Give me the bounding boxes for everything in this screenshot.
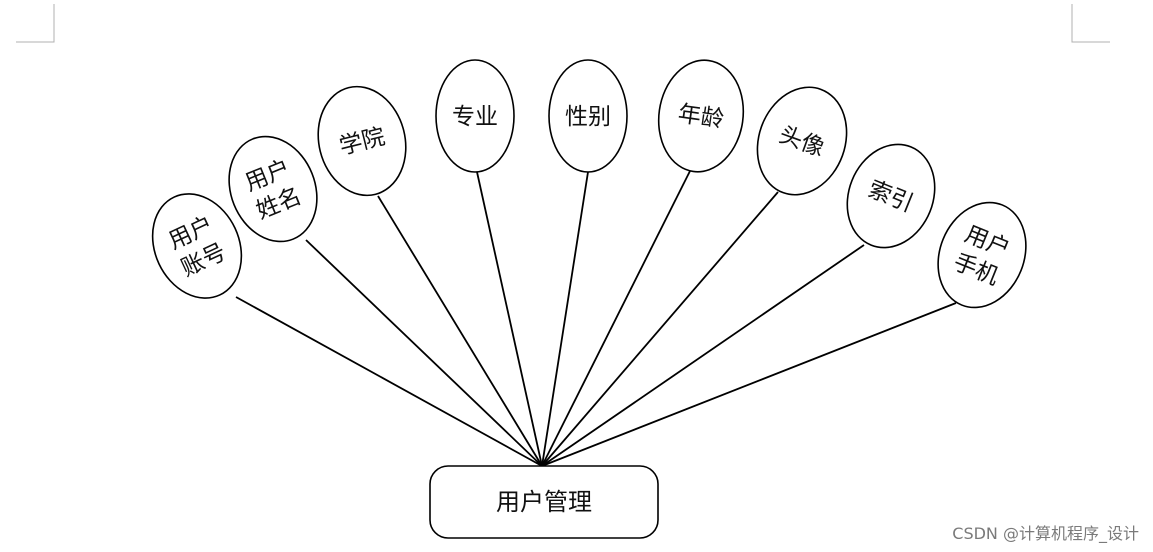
attribute-label: 专业 [452, 104, 498, 130]
connector-line [541, 302, 957, 467]
connector-line [541, 191, 779, 467]
attribute-ellipse [317, 85, 407, 197]
attribute-ellipse [228, 135, 318, 243]
connector-line [305, 239, 543, 467]
watermark: CSDN @计算机程序_设计 [952, 524, 1139, 543]
attribute-node: 头像 [756, 86, 848, 196]
attribute-ellipse [151, 193, 243, 299]
entity-box [429, 465, 659, 539]
attribute-ellipse [756, 86, 848, 196]
attribute-node: 专业 [435, 59, 515, 173]
attribute-node: 年龄 [657, 59, 745, 173]
attribute-label: 性别 [565, 104, 611, 130]
connector-lines [235, 170, 957, 467]
attribute-ellipse [657, 59, 745, 173]
connector-line [541, 171, 589, 467]
connector-line [541, 244, 865, 467]
attribute-label: 年龄 [676, 101, 725, 133]
connector-line [541, 170, 691, 467]
connector-line [476, 171, 543, 467]
attribute-node: 索引 [846, 143, 936, 249]
attribute-node: 性别 [548, 59, 628, 173]
attribute-ellipse [937, 201, 1027, 309]
corner-mark-right [1071, 4, 1110, 43]
attribute-ellipse [435, 59, 515, 173]
entity-user-management: 用户管理 [429, 465, 659, 539]
attribute-ellipse [846, 143, 936, 249]
corner-mark-left [16, 4, 55, 43]
entity-label: 用户管理 [496, 488, 592, 516]
attribute-ellipse [548, 59, 628, 173]
attribute-node: 学院 [317, 85, 407, 197]
connector-line [235, 296, 543, 467]
connector-line [377, 195, 543, 467]
